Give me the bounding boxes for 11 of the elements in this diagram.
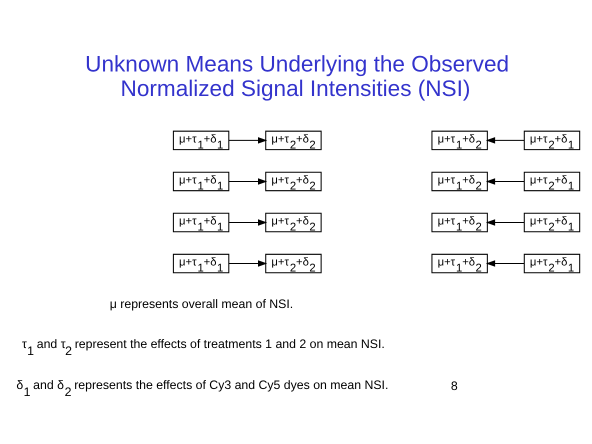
arrow <box>486 136 524 144</box>
arrow <box>228 260 268 266</box>
arrow <box>486 260 524 266</box>
arrow <box>486 178 524 184</box>
diagram-title: Unknown Means Underlying the Observed Normalized Signal Intensities (NSI) <box>85 50 510 100</box>
arrow <box>228 136 268 144</box>
arrow <box>228 218 268 226</box>
arrow <box>228 178 268 184</box>
label: 8 <box>450 378 458 392</box>
arrow <box>486 218 524 226</box>
label: μ represents overall mean of NSI. <box>110 296 294 310</box>
